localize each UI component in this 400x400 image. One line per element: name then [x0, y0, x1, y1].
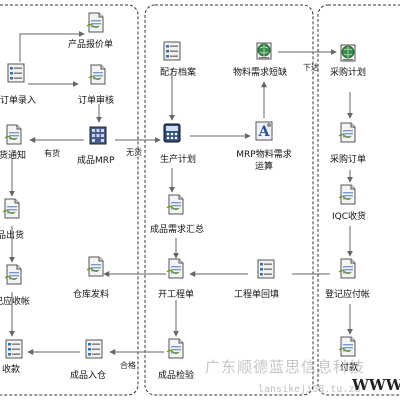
- node-label-ar-register: 记应收帐: [0, 297, 31, 307]
- list-icon: [5, 339, 23, 359]
- node-label-work-order: 开工程单: [158, 290, 195, 300]
- document-icon: [86, 256, 104, 277]
- document-icon: [338, 336, 356, 357]
- edge-label-out-of-stock: 无货: [126, 148, 142, 157]
- node-label-payment: 付款: [340, 363, 359, 373]
- document-icon: [166, 258, 184, 279]
- document-icon: [338, 258, 356, 279]
- document-icon: [86, 12, 104, 33]
- node-label-receipt: 收款: [2, 365, 21, 375]
- node-label-iqc: IQC收货: [332, 212, 367, 222]
- node-label-material-short: 物料需求短缺: [233, 68, 288, 78]
- lane-purchasing: [317, 4, 400, 396]
- watermark-www: WWW: [352, 376, 400, 394]
- node-label-product-inspect: 成品检验: [158, 371, 195, 381]
- edge-label-qualified: 合格: [120, 361, 136, 370]
- node-label-order-entry: 订单录入: [0, 96, 37, 106]
- node-label-prod-plan: 生产计划: [160, 155, 197, 165]
- node-label-warehouse-issue: 仓库发料: [73, 290, 110, 300]
- list-icon: [85, 339, 103, 359]
- node-label-ship-notice: 发货通知: [0, 151, 27, 161]
- node-label-product-storage: 成品入仓: [70, 371, 107, 381]
- edge-label-down: 下达: [303, 63, 319, 72]
- node-label-ap-register: 登记应付帐: [325, 290, 371, 300]
- document-icon: [166, 194, 184, 215]
- building-icon: [89, 126, 107, 145]
- edge-label-in-stock: 有货: [44, 149, 60, 158]
- calculator-icon: [163, 123, 181, 143]
- node-label-work-order-return: 工程单回填: [234, 290, 280, 300]
- node-label-mrp-material-line2: 运算: [254, 162, 274, 172]
- document-icon: [4, 124, 22, 145]
- node-label-mrp-product: 成品MRP: [77, 156, 115, 166]
- list-icon: [7, 63, 25, 83]
- document-icon: [338, 184, 356, 205]
- node-label-mrp-material-line1: MRP物料需求: [236, 150, 292, 160]
- document-icon: [4, 264, 22, 285]
- document-icon: [2, 198, 20, 219]
- watermark-company: 广东顺德蓝思信息科技: [205, 358, 366, 376]
- globe-icon: [340, 44, 356, 62]
- node-label-purchase-plan: 采购计划: [330, 68, 367, 78]
- globe-icon: [256, 42, 272, 60]
- list-icon: [163, 41, 181, 61]
- node-label-order-review: 订单审核: [78, 96, 115, 106]
- gear-icon: [255, 121, 273, 141]
- node-label-quote: 产品报价单: [68, 40, 114, 50]
- watermark-site: lansikeji68.tu.zu: [258, 384, 361, 395]
- node-label-formula: 配方档案: [160, 68, 197, 78]
- document-icon: [338, 122, 356, 143]
- edge-entry-to-quote: [19, 31, 85, 62]
- node-label-product-ship: 成品出货: [0, 231, 25, 241]
- lane-production: [144, 4, 314, 396]
- document-icon: [166, 338, 184, 359]
- node-label-purchase-order: 采购订单: [330, 155, 367, 165]
- node-label-demand-summary: 成品需求汇总: [150, 225, 205, 235]
- document-icon: [88, 64, 106, 85]
- list-icon: [257, 259, 275, 279]
